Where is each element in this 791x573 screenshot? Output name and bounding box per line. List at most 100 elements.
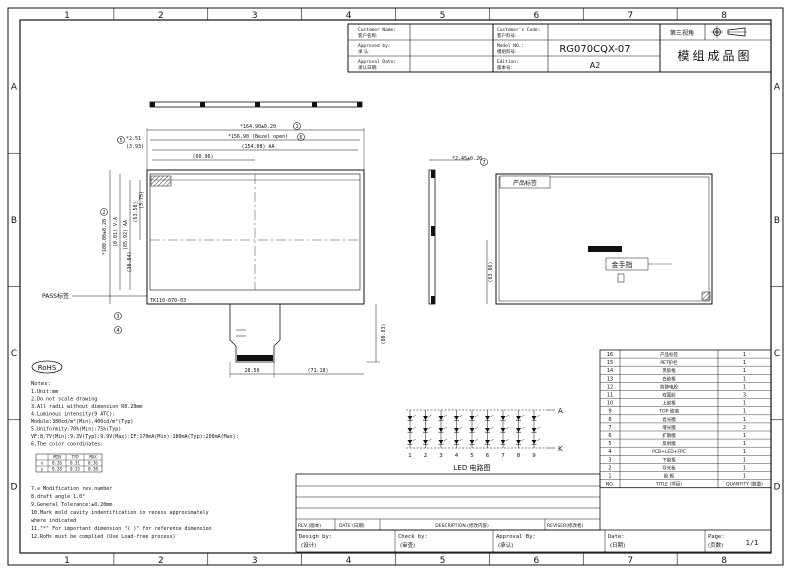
approval-date-label-cn: 承认日期: <box>358 64 378 71</box>
led-diode <box>531 440 537 444</box>
callout-1: 1 <box>295 124 298 130</box>
led-circuit-title: LED 电路图 <box>454 463 491 472</box>
column-label-top: 5 <box>440 11 446 21</box>
customer-code-label-cn: 客户料号: <box>497 32 517 39</box>
color-table-header: TYP <box>71 455 79 460</box>
note-line: Module:380cd/m²(Min),400cd/m²(Typ) <box>31 419 133 425</box>
title-block: Customer Name: 客户名称: Approved by: 承 认: A… <box>347 23 772 73</box>
panel-model-label: TK110-070-03 <box>150 298 186 304</box>
led-diode <box>485 416 490 420</box>
bom-row-title: PET护栏 <box>660 359 678 366</box>
bom-row-no: 10 <box>607 401 613 407</box>
dim-active-area-height: (85.92) AA <box>123 220 129 250</box>
bom-row-qty: 1 <box>743 474 746 480</box>
dim-overall-width: *164.90±0.20 <box>240 124 276 130</box>
rohs-text: RoHS <box>38 364 57 372</box>
approval-date-label: Approval Date: <box>358 59 396 65</box>
note-line: 6.The color coordinates: <box>31 442 103 448</box>
dim-fpc-offset: 28.50 <box>244 368 259 374</box>
led-diode <box>469 440 475 444</box>
edition-value: A2 <box>590 61 601 70</box>
column-label-bottom: 6 <box>533 556 539 566</box>
row-label-right: A <box>774 83 781 93</box>
column-label-bottom: 3 <box>252 556 258 566</box>
led-diode <box>485 428 490 432</box>
callout-6: 6 <box>299 135 302 141</box>
bom-row-no: 4 <box>608 449 611 455</box>
led-diode <box>423 416 428 420</box>
bom-row-title: 下胶框 <box>662 456 676 463</box>
led-diode <box>516 428 521 432</box>
color-table-cell: 0.28 <box>52 467 62 472</box>
color-table-cell: 0.36 <box>88 461 98 466</box>
led-diode <box>531 416 537 420</box>
third-angle-projection-icon <box>711 26 747 38</box>
dim-fpc-length: (80.83) <box>381 323 387 344</box>
note-line: 1.Unit:mm <box>31 389 58 395</box>
led-diode <box>500 440 506 444</box>
approval-by-label: Approval By: <box>496 534 536 540</box>
edition-label-cn: 版本号: <box>497 64 512 71</box>
notes-title: Notes: <box>31 381 51 387</box>
bom-row-title: 增光膜 <box>662 424 676 431</box>
row-label-left: A <box>11 83 18 93</box>
model-number-value: RG070CQX-07 <box>559 44 630 55</box>
column-label-top: 3 <box>252 11 258 21</box>
led-diode <box>500 416 506 420</box>
led-number: 7 <box>501 453 505 459</box>
description-header: DESCRIPTION (修改内容) <box>435 522 489 529</box>
bom-row-title: 防静电胶 <box>660 383 678 390</box>
led-number: 3 <box>439 453 443 459</box>
bom-row-no: 7 <box>608 425 611 431</box>
product-label-tag: 产品标签 <box>513 179 537 187</box>
edition-label: Edition: <box>497 59 519 65</box>
led-diode <box>407 416 413 420</box>
led-number: 2 <box>424 453 428 459</box>
dim-active-area-width: (154.08) AA <box>241 144 274 150</box>
color-table-cell: 0.33 <box>70 467 80 472</box>
led-number: 4 <box>455 453 459 459</box>
front-view: TK110-070-03 *164.90±0.20 *156.90 (Bezel… <box>42 101 387 378</box>
bom-row-qty: 1 <box>743 360 746 366</box>
side-view: *2.45±0.20 <box>428 156 482 305</box>
page-value: 1/1 <box>746 539 759 547</box>
bom-row-qty: 1 <box>743 441 746 447</box>
led-diode <box>531 428 537 432</box>
bom-row-title: 黑胶框 <box>662 367 676 374</box>
column-label-top: 8 <box>721 11 727 21</box>
rev-header: REV (版本) <box>298 522 321 529</box>
customer-code-label: Customer's Code: <box>497 27 540 33</box>
bom-row-no: 13 <box>607 376 613 382</box>
note-line: 2.Do not scale drawing <box>31 397 97 403</box>
row-label-left: D <box>11 482 18 492</box>
dim-top-offset: (3.75) <box>139 191 145 209</box>
outer-border <box>7 7 784 566</box>
led-diode <box>407 440 413 444</box>
note-line: where indicated <box>31 518 76 524</box>
note-line: 7.⊙ Modification rev.number <box>31 486 112 492</box>
color-table-cell: x <box>41 461 44 466</box>
bom-row-no: 1 <box>608 474 611 480</box>
color-table-header: MIN <box>53 455 61 460</box>
back-view: 产品标签 金手指 (63.86) <box>486 173 713 305</box>
note-line: 5.Uniformity:70%(Min):75%(Typ) <box>31 427 121 433</box>
led-diode <box>454 440 459 444</box>
dim-view-area-height: (0.01) V.A <box>113 217 119 247</box>
led-diode <box>516 416 521 420</box>
approved-by-label-cn: 承 认: <box>358 48 370 55</box>
customer-name-label-cn: 客户名称: <box>358 32 378 39</box>
note-line: 3.All radii without dimension R0.20mm <box>31 404 142 410</box>
color-table-cell: 0.38 <box>88 467 98 472</box>
bom-row-no: 6 <box>608 433 611 439</box>
dim-overall-height: *100.00±0.20 <box>102 219 108 255</box>
bom-row-title: 扩散膜 <box>662 432 676 439</box>
column-label-bottom: 5 <box>440 556 446 566</box>
row-label-right: D <box>774 482 781 492</box>
column-label-bottom: 7 <box>627 556 633 566</box>
bom-row-no: 14 <box>607 368 613 374</box>
bom-row-qty: 1 <box>743 409 746 415</box>
led-number: 9 <box>532 453 536 459</box>
inner-border <box>19 19 772 554</box>
